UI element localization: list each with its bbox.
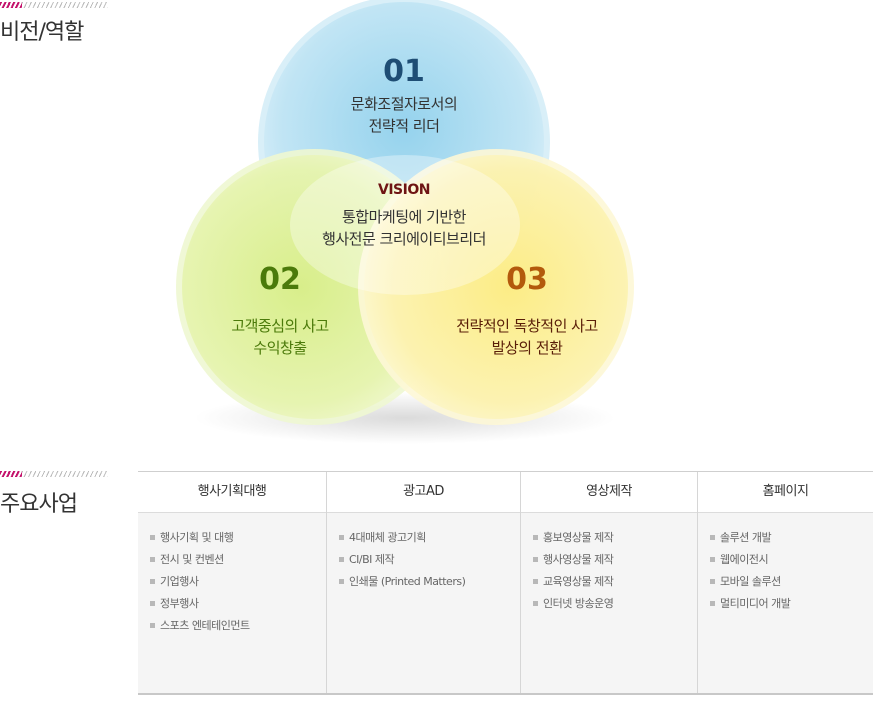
bullet-icon: [150, 535, 155, 540]
business-column-events: 행사기획대행 행사기획 및 대행 전시 및 컨벤션 기업행사 정부행사 스포츠 …: [138, 472, 327, 693]
bullet-icon: [533, 557, 538, 562]
business-column-header: 홈페이지: [698, 472, 873, 513]
vision-section-title: 비전/역할: [0, 20, 84, 45]
vision-item-01: 01 문화조절자로서의 전략적 리더: [304, 54, 504, 137]
business-column-header: 영상제작: [521, 472, 697, 513]
bullet-icon: [710, 535, 715, 540]
section-title-decoration: [0, 2, 108, 8]
business-item: 인쇄물 (Printed Matters): [339, 571, 520, 593]
business-table: 행사기획대행 행사기획 및 대행 전시 및 컨벤션 기업행사 정부행사 스포츠 …: [138, 471, 873, 695]
business-item: 스포츠 엔테테인먼트: [150, 615, 326, 637]
business-item-list: 행사기획 및 대행 전시 및 컨벤션 기업행사 정부행사 스포츠 엔테테인먼트: [138, 513, 326, 637]
vision-center-label: VISION: [378, 182, 430, 198]
vision-center-line-2: 행사전문 크리에이티브리더: [322, 230, 486, 248]
business-item: 행사기획 및 대행: [150, 527, 326, 549]
business-item: 솔루션 개발: [710, 527, 873, 549]
vision-item-01-line-1: 문화조절자로서의: [350, 95, 458, 113]
business-item: 홍보영상물 제작: [533, 527, 697, 549]
business-column-video: 영상제작 홍보영상물 제작 행사영상물 제작 교육영상물 제작 인터넷 방송운영: [521, 472, 698, 693]
bullet-icon: [339, 557, 344, 562]
bullet-icon: [533, 601, 538, 606]
section-title-decoration: [0, 471, 108, 477]
business-item: 4대매체 광고기획: [339, 527, 520, 549]
bullet-icon: [710, 557, 715, 562]
vision-circle-03: [364, 155, 628, 419]
bullet-icon: [533, 535, 538, 540]
vision-item-01-number: 01: [383, 54, 425, 89]
business-column-header: 행사기획대행: [138, 472, 326, 513]
vision-center-line-1: 통합마케팅에 기반한: [342, 208, 466, 226]
business-item: 기업행사: [150, 571, 326, 593]
vision-section: 비전/역할: [0, 0, 670, 460]
business-column-advertising: 광고AD 4대매체 광고기획 CI/BI 제작 인쇄물 (Printed Mat…: [327, 472, 521, 693]
business-column-header: 광고AD: [327, 472, 520, 513]
vision-item-02: 02 고객중심의 사고 수익창출: [190, 262, 370, 359]
bullet-icon: [150, 579, 155, 584]
bullet-icon: [150, 601, 155, 606]
vision-item-03-line-1: 전략적인 독창적인 사고: [456, 317, 598, 335]
business-item-list: 4대매체 광고기획 CI/BI 제작 인쇄물 (Printed Matters): [327, 513, 520, 593]
business-item-list: 홍보영상물 제작 행사영상물 제작 교육영상물 제작 인터넷 방송운영: [521, 513, 697, 615]
business-item: 정부행사: [150, 593, 326, 615]
bullet-icon: [150, 557, 155, 562]
business-column-homepage: 홈페이지 솔루션 개발 웹에이전시 모바일 솔루션 멀티미디어 개발: [698, 472, 873, 693]
bullet-icon: [710, 601, 715, 606]
business-item-list: 솔루션 개발 웹에이전시 모바일 솔루션 멀티미디어 개발: [698, 513, 873, 615]
business-item: 행사영상물 제작: [533, 549, 697, 571]
business-item: 전시 및 컨벤션: [150, 549, 326, 571]
business-item: CI/BI 제작: [339, 549, 520, 571]
venn-center-highlight: [290, 155, 520, 295]
vision-item-01-line-2: 전략적 리더: [368, 117, 440, 135]
business-item: 인터넷 방송운영: [533, 593, 697, 615]
bullet-icon: [150, 623, 155, 628]
vision-center: VISION 통합마케팅에 기반한 행사전문 크리에이티브리더: [284, 182, 524, 250]
venn-diagram: 01 문화조절자로서의 전략적 리더 VISION 통합마케팅에 기반한 행사전…: [150, 0, 670, 460]
venn-circles-graphic: [176, 0, 634, 444]
vision-item-02-line-1: 고객중심의 사고: [231, 317, 329, 335]
bullet-icon: [533, 579, 538, 584]
vision-item-02-number: 02: [259, 262, 301, 297]
vision-item-03: 03 전략적인 독창적인 사고 발상의 전환: [432, 262, 622, 359]
vision-item-02-line-2: 수익창출: [253, 339, 307, 357]
business-section-title: 주요사업: [0, 492, 78, 517]
bullet-icon: [339, 579, 344, 584]
bullet-icon: [339, 535, 344, 540]
business-item: 교육영상물 제작: [533, 571, 697, 593]
business-item: 멀티미디어 개발: [710, 593, 873, 615]
business-item: 웹에이전시: [710, 549, 873, 571]
vision-item-03-number: 03: [506, 262, 548, 297]
vision-item-03-line-2: 발상의 전환: [491, 339, 563, 357]
bullet-icon: [710, 579, 715, 584]
business-item: 모바일 솔루션: [710, 571, 873, 593]
